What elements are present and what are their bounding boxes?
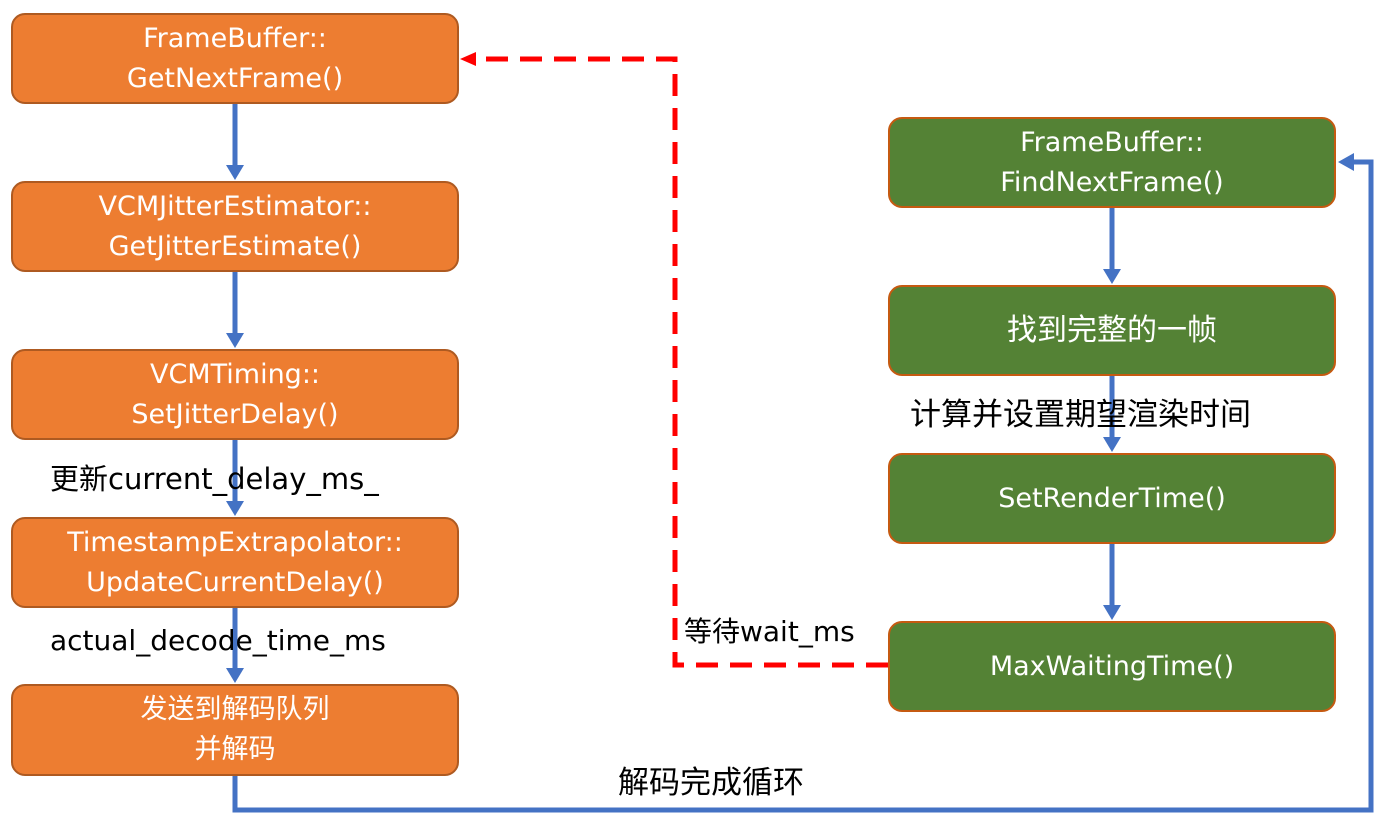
node-line: VCMJitterEstimator::: [98, 190, 372, 222]
node-set-render-time[interactable]: SetRenderTime(): [888, 453, 1336, 544]
edge-label-actual-decode-time: actual_decode_time_ms: [50, 624, 386, 657]
node-line: GetNextFrame(): [126, 62, 344, 94]
node-send-to-decode[interactable]: 发送到解码队列 并解码: [11, 684, 459, 776]
node-get-jitter-estimate[interactable]: VCMJitterEstimator:: GetJitterEstimate(): [11, 181, 459, 272]
edge-label-update-current-delay: 更新current_delay_ms_: [50, 462, 379, 496]
node-line: GetJitterEstimate(): [108, 230, 362, 262]
node-line: UpdateCurrentDelay(): [86, 566, 384, 598]
node-line: TimestampExtrapolator::: [67, 526, 403, 558]
node-line: FindNextFrame(): [1000, 166, 1224, 198]
arrow-wait-dashed: [472, 56, 888, 668]
arrow-decode-loop: [232, 159, 1374, 813]
node-line: VCMTiming::: [149, 358, 321, 390]
node-line: FrameBuffer::: [1020, 126, 1204, 158]
node-find-next-frame[interactable]: FrameBuffer:: FindNextFrame(): [888, 117, 1336, 208]
node-line: FrameBuffer::: [143, 22, 327, 54]
node-line: SetJitterDelay(): [131, 398, 339, 430]
node-update-current-delay[interactable]: TimestampExtrapolator:: UpdateCurrentDel…: [11, 517, 459, 608]
edge-label-loop: 解码完成循环: [618, 765, 804, 801]
edge-label-calc-render-time: 计算并设置期望渲染时间: [910, 397, 1251, 433]
node-found-complete-frame[interactable]: 找到完整的一帧: [888, 285, 1336, 376]
node-line: MaxWaitingTime(): [989, 650, 1235, 682]
node-max-waiting-time[interactable]: MaxWaitingTime(): [888, 621, 1336, 712]
node-line: SetRenderTime(): [998, 482, 1226, 514]
node-line: 找到完整的一帧: [1007, 312, 1217, 348]
node-get-next-frame[interactable]: FrameBuffer:: GetNextFrame(): [11, 13, 459, 104]
edge-label-wait: 等待wait_ms: [684, 615, 855, 648]
node-set-jitter-delay[interactable]: VCMTiming:: SetJitterDelay(): [11, 349, 459, 440]
node-line: 发送到解码队列: [140, 694, 330, 725]
node-line: 并解码: [194, 734, 276, 765]
